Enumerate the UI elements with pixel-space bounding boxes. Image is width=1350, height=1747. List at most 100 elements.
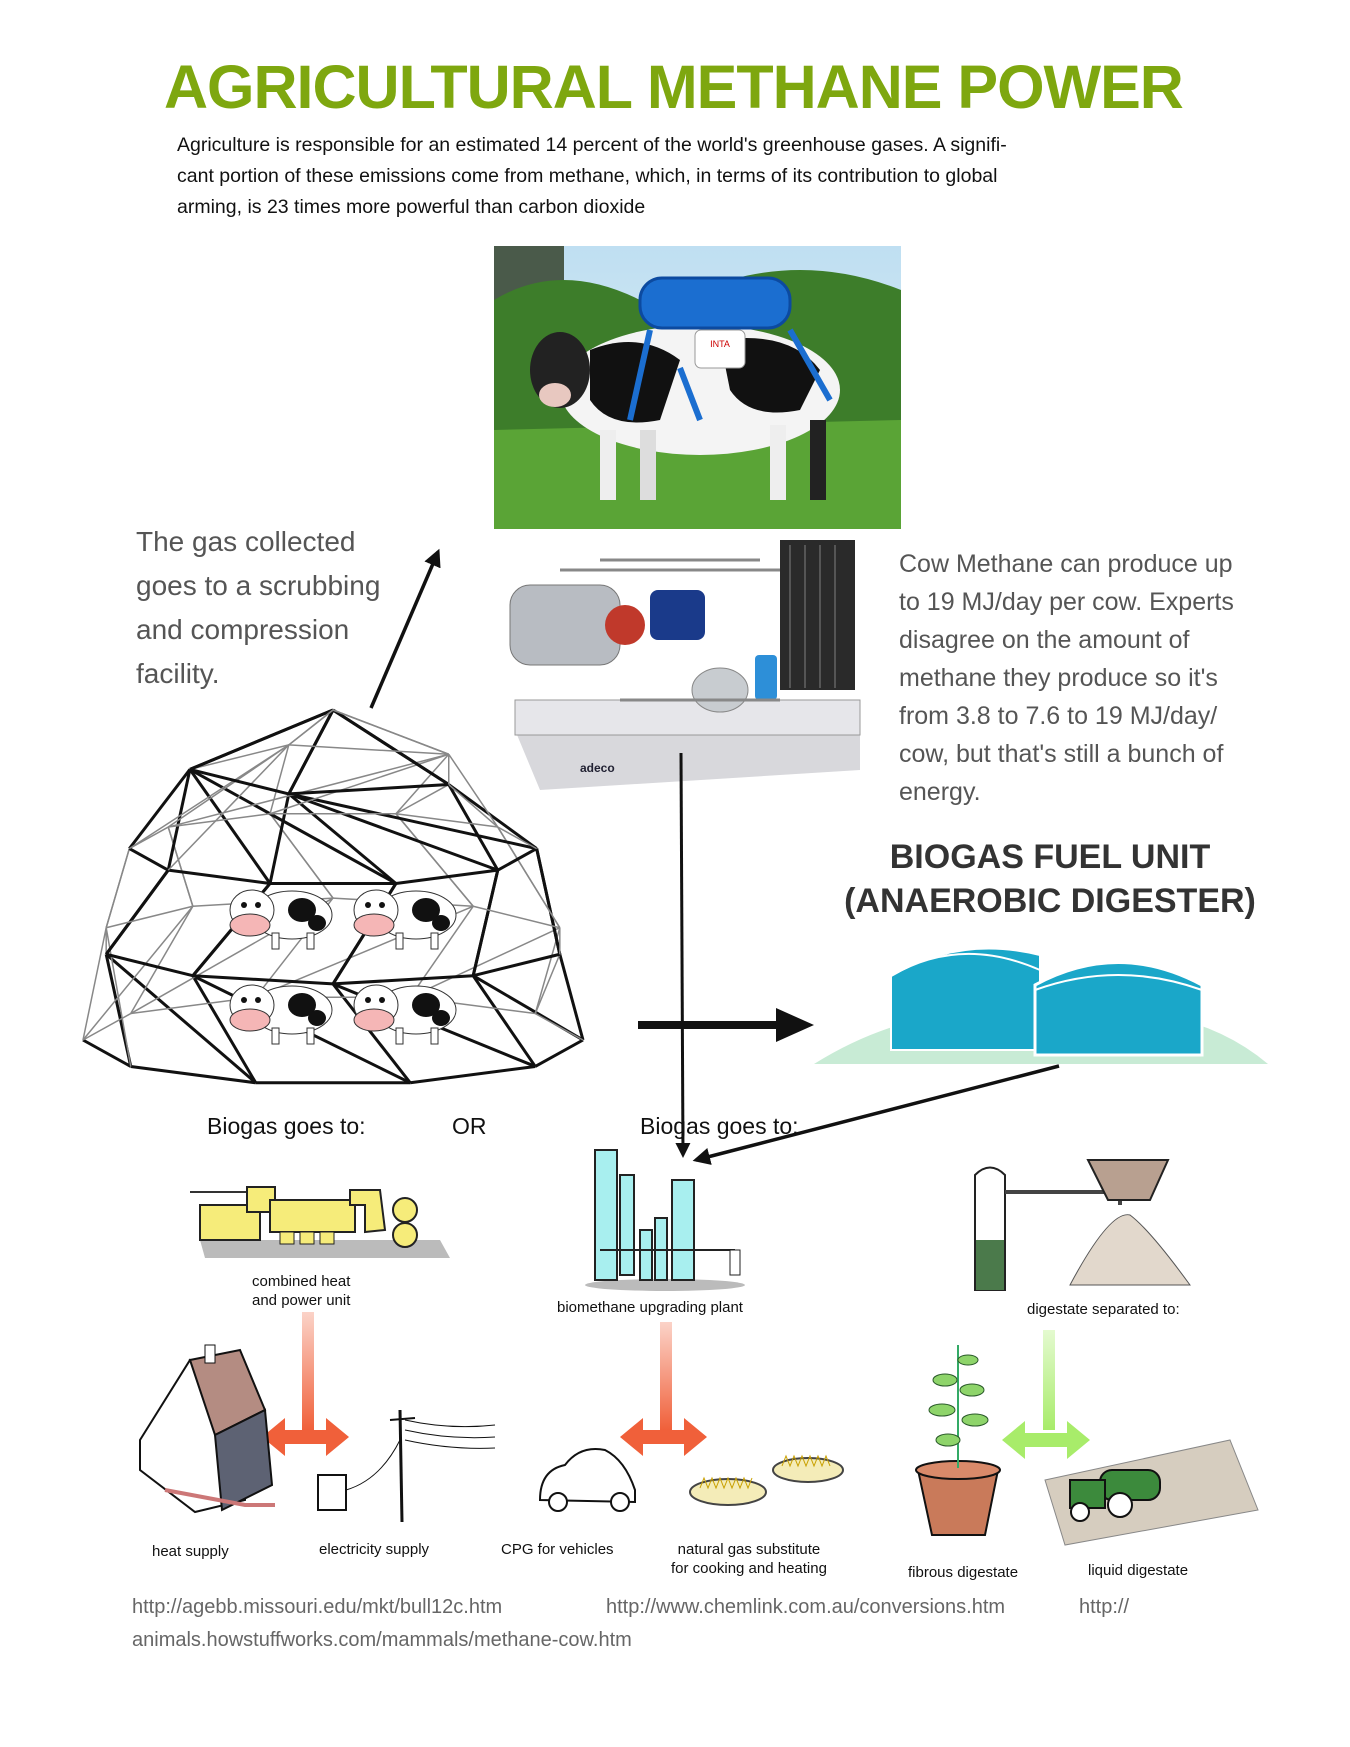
cow-tag-text: INTA <box>710 339 730 349</box>
dome-strut <box>287 792 397 885</box>
dome-strut <box>82 1012 132 1041</box>
chp-unit-icon <box>190 1186 450 1258</box>
page-title: AGRICULTURAL METHANE POWER <box>164 53 1184 121</box>
dome-strut <box>130 1064 256 1085</box>
intro-line: cant portion of these emissions come fro… <box>177 165 998 187</box>
dome-strut <box>287 709 335 795</box>
compressor-photo: adeco <box>509 540 861 790</box>
dome-strut <box>497 826 538 850</box>
anaerobic-digester-icon <box>814 947 1268 1064</box>
house-icon <box>139 1344 275 1514</box>
dome-strut <box>395 783 450 815</box>
heading-line: BIOGAS FUEL UNIT <box>889 838 1211 876</box>
dome-strut <box>105 953 257 1084</box>
compressor-brand: adeco <box>580 761 615 775</box>
dome-strut <box>104 953 133 1067</box>
note-line: goes to a scrubbing <box>136 570 381 601</box>
note-line: and compression <box>136 614 350 645</box>
dome-strut <box>128 847 169 872</box>
electricity-supply-label: electricity supply <box>319 1541 430 1558</box>
geodesic-dome-icon <box>82 708 585 1085</box>
liquid-digestate-label: liquid digestate <box>1088 1562 1189 1579</box>
digestate-separator-icon <box>974 1159 1191 1291</box>
cow-icon <box>229 889 333 950</box>
or-label: OR <box>452 1113 487 1139</box>
cow-icon <box>353 984 457 1045</box>
dome-strut <box>534 1038 584 1068</box>
dome-strut <box>471 869 500 977</box>
dome-strut <box>497 847 538 872</box>
dome-strut <box>447 783 538 850</box>
dome-strut <box>448 783 499 828</box>
label-line: combined heat <box>252 1273 351 1290</box>
label-line: and power unit <box>252 1292 351 1309</box>
dome-strut <box>82 1038 132 1068</box>
heat-supply-label: heat supply <box>152 1543 229 1560</box>
potted-plant-icon <box>915 1345 1001 1536</box>
dome-strut <box>471 974 537 1068</box>
dome-strut <box>448 753 499 828</box>
label-line: natural gas substitute <box>677 1541 821 1558</box>
dome-strut <box>534 953 561 1014</box>
dome-strut <box>189 767 290 796</box>
note-line: disagree on the amount of <box>899 626 1190 654</box>
dome-strut <box>410 1064 536 1085</box>
dome-strut <box>472 905 560 929</box>
dome-strut <box>106 905 194 929</box>
dome-strut <box>409 905 474 998</box>
source-link-3[interactable]: http:// <box>1079 1596 1130 1618</box>
dome-strut <box>535 848 562 955</box>
cows-group <box>229 889 457 1045</box>
digestate-split-arrow <box>1002 1330 1090 1459</box>
upgrading-plant-label: biomethane upgrading plant <box>557 1299 743 1316</box>
heading-line: (ANAEROBIC DIGESTER) <box>844 882 1256 920</box>
dome-strut <box>191 974 258 1084</box>
note-line: cow, but that's still a bunch of <box>899 740 1224 768</box>
arrow-to-facility <box>369 548 441 709</box>
dome-strut <box>167 826 194 907</box>
car-icon <box>538 1448 636 1512</box>
dome-strut <box>168 868 271 885</box>
note-line: from 3.8 to 7.6 to 19 MJ/day/ <box>899 702 1218 730</box>
upgrading-split-arrow <box>620 1322 707 1456</box>
dome-strut <box>288 792 537 851</box>
source-link-2[interactable]: http://www.chemlink.com.au/conversions.h… <box>606 1596 1006 1618</box>
cow-icon <box>353 889 457 950</box>
dome-strut <box>395 868 498 885</box>
source-link-1[interactable]: http://agebb.missouri.edu/mkt/bull12c.ht… <box>132 1596 503 1618</box>
dome-strut <box>269 813 334 899</box>
biogas-goes-to-label-2: Biogas goes to: <box>640 1113 799 1139</box>
intro-line: arming, is 23 times more powerful than c… <box>177 196 646 218</box>
gas-burner-icon <box>689 1454 844 1506</box>
dome-strut <box>395 753 450 815</box>
natural-gas-label: natural gas substitute for cooking and h… <box>671 1540 827 1578</box>
note-line: The gas collected <box>136 526 356 557</box>
chp-label: combined heat and power unit <box>252 1272 350 1310</box>
arrow-dome-to-digester <box>638 1008 814 1042</box>
cow-methane-note: Cow Methane can produce up to 19 MJ/day … <box>899 545 1234 811</box>
cow-icon <box>229 984 333 1045</box>
source-link-3-cont[interactable]: animals.howstuffworks.com/mammals/methan… <box>132 1629 632 1651</box>
dome-strut <box>269 744 290 814</box>
gas-collection-note: The gas collected goes to a scrubbing an… <box>136 520 380 696</box>
dome-strut <box>82 927 107 1041</box>
dome-strut <box>188 768 272 885</box>
note-line: facility. <box>136 658 220 689</box>
cow-backpack-photo: INTA <box>494 246 901 529</box>
arrow-digester-to-plant <box>692 1064 1060 1165</box>
dome-strut <box>82 905 194 1041</box>
dome-strut <box>558 953 585 1041</box>
tractor-icon <box>1044 1439 1259 1546</box>
chp-split-arrow <box>262 1312 349 1456</box>
dome-strut <box>192 974 334 986</box>
arrow-compressor-down <box>675 752 691 1158</box>
dome-strut <box>167 744 290 871</box>
dome-strut <box>167 744 290 828</box>
intro-paragraph: Agriculture is responsible for an estima… <box>177 130 1137 223</box>
dome-strut <box>105 952 194 978</box>
dome-strut <box>189 708 334 771</box>
note-line: Cow Methane can produce up <box>899 550 1233 578</box>
dome-strut <box>104 869 170 956</box>
biomethane-plant-icon <box>585 1149 745 1291</box>
